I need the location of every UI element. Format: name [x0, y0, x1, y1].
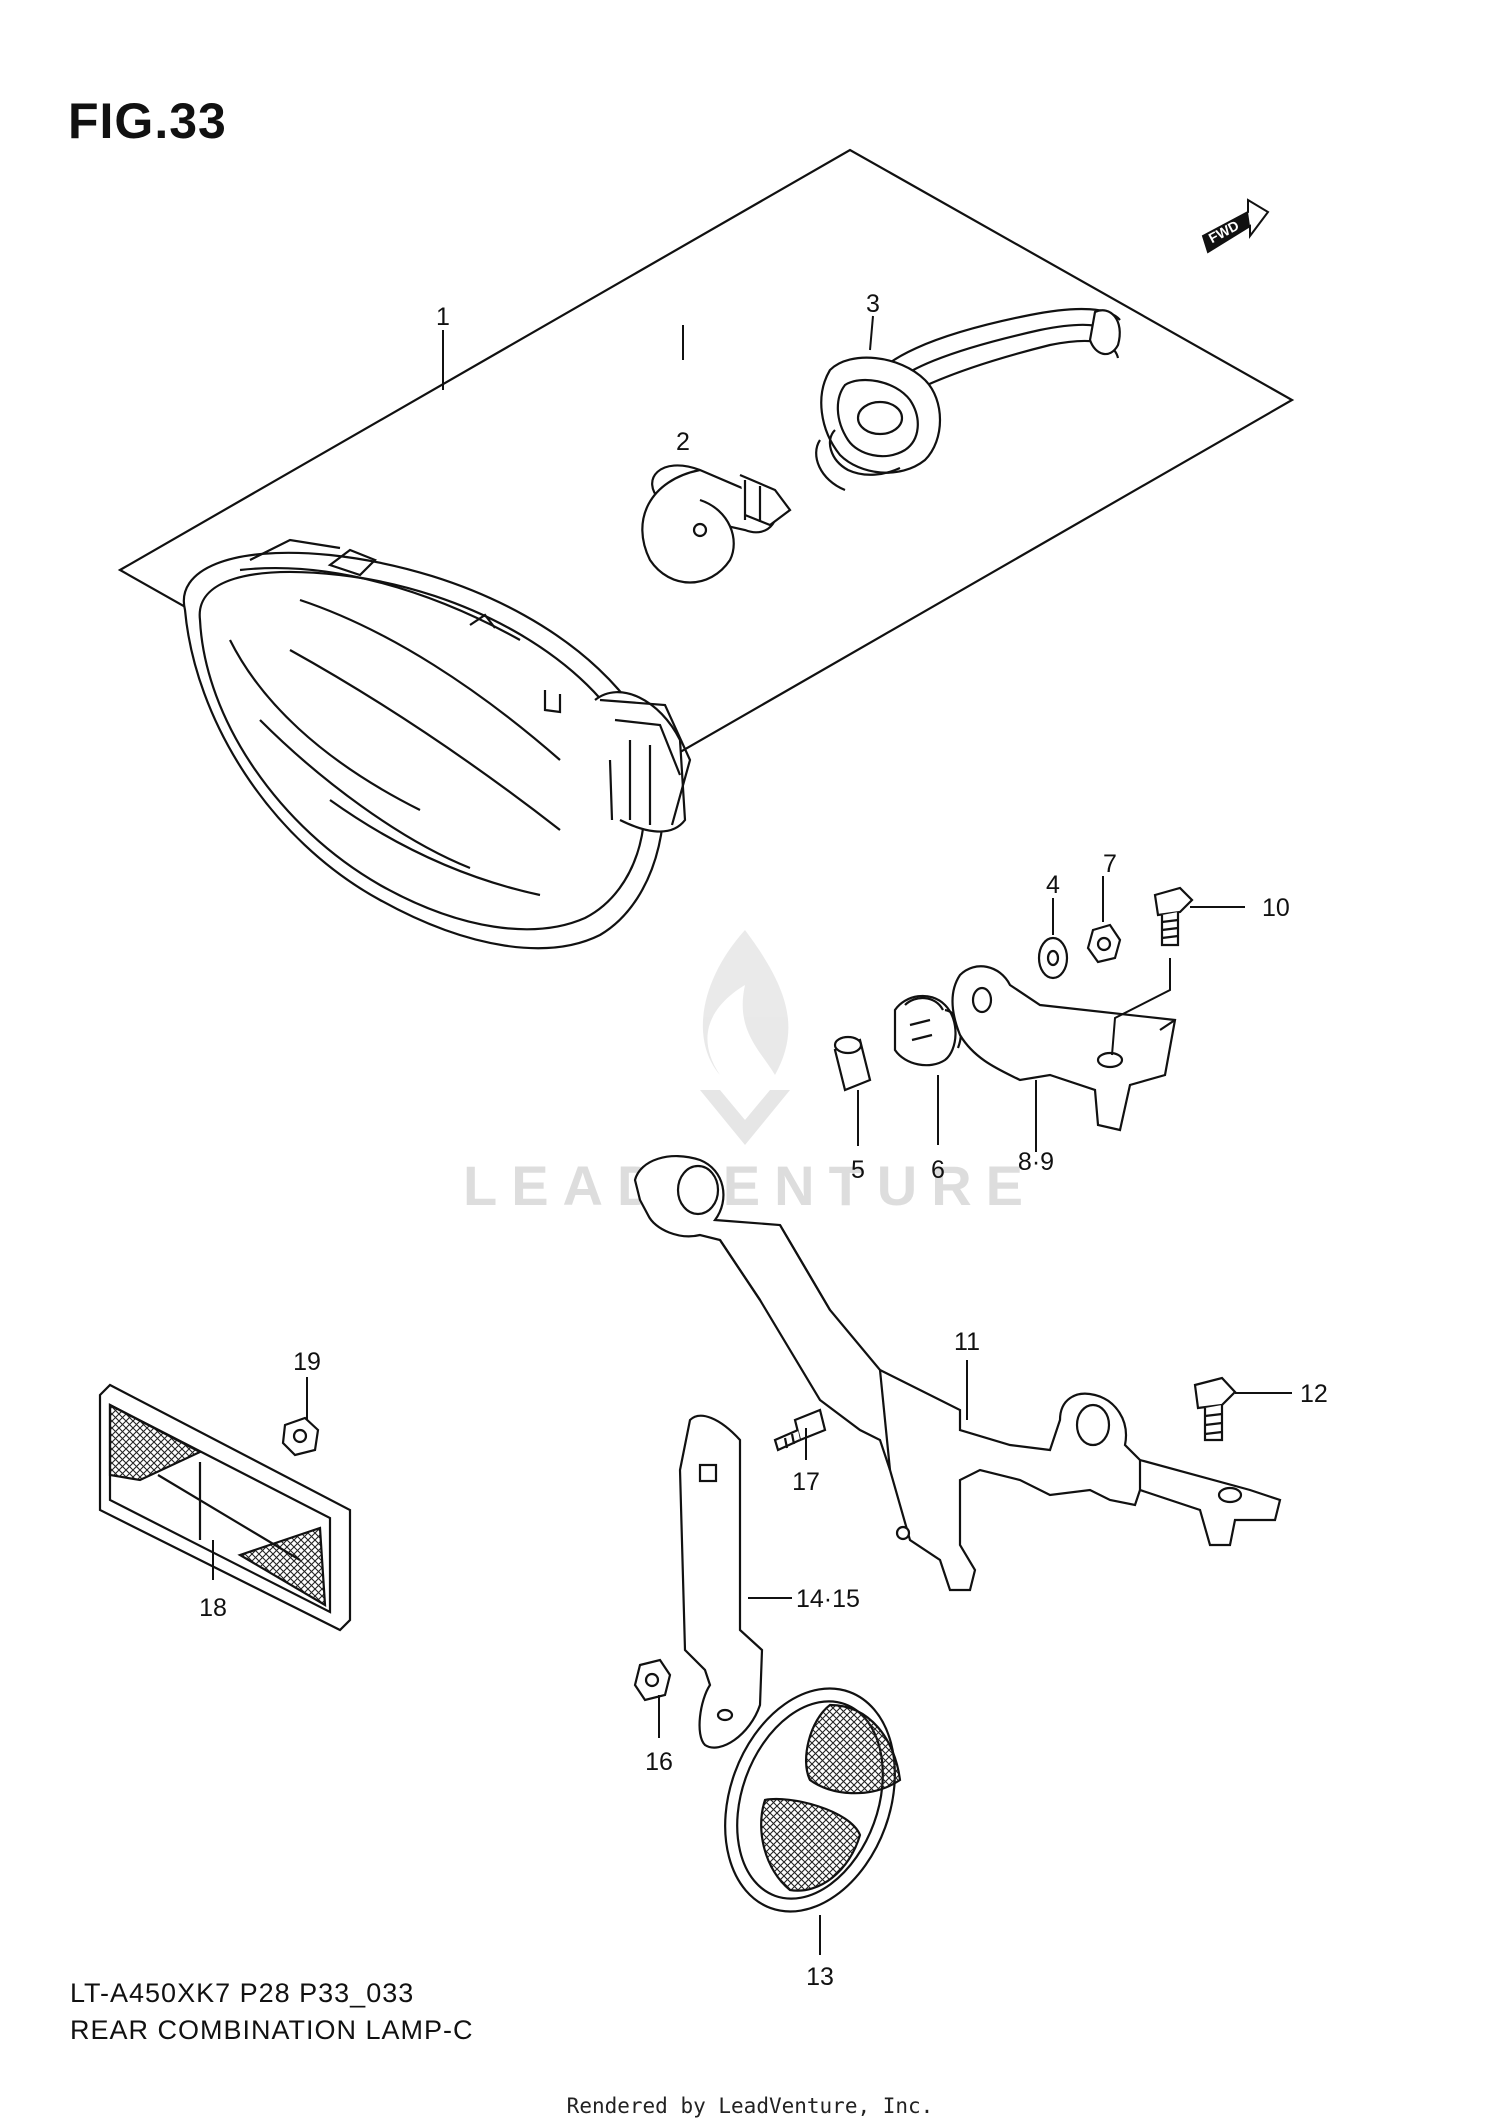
callout-17: 17: [792, 1468, 820, 1496]
bolt-centerline: [1111, 958, 1171, 1056]
bolt: [1153, 886, 1194, 947]
lamp-bracket: [951, 965, 1177, 1132]
figure-title: FIG.33: [68, 93, 227, 149]
mounting-bracket: [633, 1155, 1282, 1592]
section-name: REAR COMBINATION LAMP-C: [70, 2015, 474, 2045]
bulb: [641, 464, 792, 584]
callout-4: 4: [1046, 871, 1060, 899]
callout-14-15: 14·15: [796, 1585, 860, 1613]
screw: [773, 1408, 827, 1452]
callout-6: 6: [931, 1156, 945, 1184]
callout-10: 10: [1262, 894, 1290, 922]
bolt-2: [1193, 1376, 1237, 1442]
nut-3: [281, 1416, 320, 1457]
reflector-bracket: [678, 1414, 764, 1749]
rect-reflector: [98, 1383, 352, 1632]
callout-2: 2: [676, 428, 690, 456]
callout-3: 3: [866, 290, 880, 318]
watermark-text: LEADVENTURE: [463, 1154, 1037, 1217]
callout-12: 12: [1300, 1380, 1328, 1408]
watermark: LEADVENTURE: [463, 930, 1037, 1217]
callout-1: 1: [436, 303, 450, 331]
nut: [1086, 923, 1122, 964]
round-reflector: [724, 1687, 902, 1913]
nut-2: [633, 1658, 672, 1702]
callout-8-9: 8·9: [1018, 1148, 1054, 1176]
callout-16: 16: [645, 1748, 673, 1776]
callout-11: 11: [954, 1328, 980, 1356]
callout-18: 18: [199, 1594, 227, 1622]
callout-7: 7: [1103, 850, 1117, 878]
callout-5: 5: [851, 1156, 865, 1184]
leader-lines: [212, 315, 1292, 1955]
rear-lamp-housing: [182, 538, 692, 950]
callout-19: 19: [293, 1348, 321, 1376]
callout-13: 13: [806, 1963, 834, 1991]
grommet: [893, 994, 962, 1067]
rendered-by-credit: Rendered by LeadVenture, Inc.: [566, 2094, 934, 2118]
collar-sleeve: [833, 1035, 872, 1092]
washer: [1037, 936, 1069, 980]
fwd-arrow-icon: FWD: [1201, 198, 1270, 254]
bulb-socket: [815, 307, 1121, 492]
model-code: LT-A450XK7 P28 P33_033: [70, 1978, 415, 2008]
